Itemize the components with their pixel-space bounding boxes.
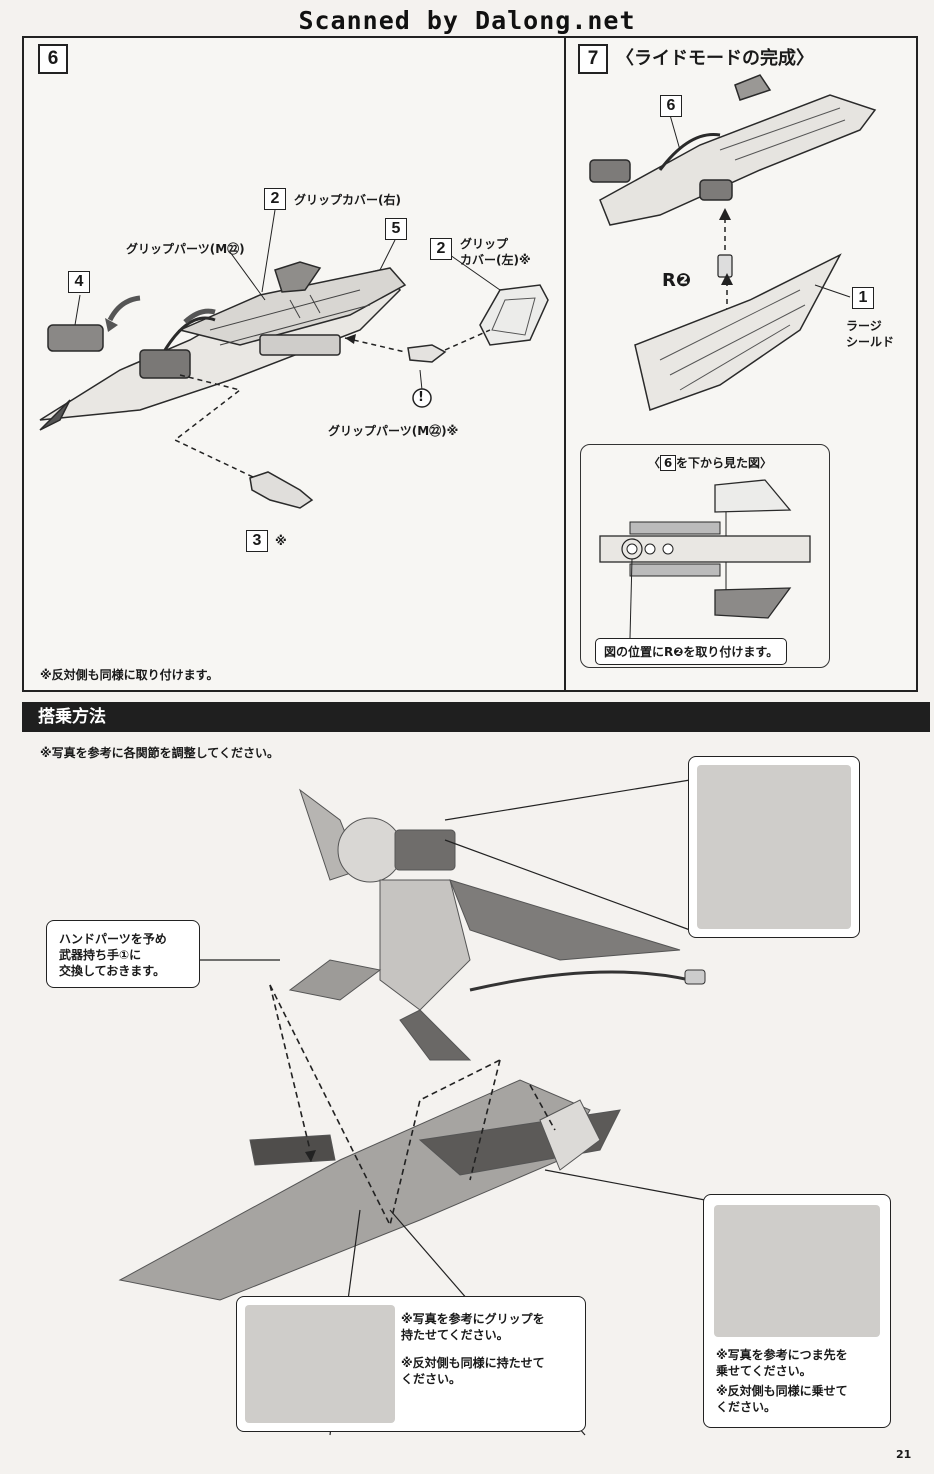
hand-parts-callout-text: ハンドパーツを予め 武器持ち手①に 交換しておきます。: [59, 932, 167, 978]
step-7-number: 7: [578, 44, 608, 74]
grip-note-1: ※写真を参考にグリップを 持たせてください。: [401, 1312, 545, 1342]
warning-icon: !: [418, 390, 424, 405]
part-3-asterisk: ※: [275, 534, 287, 548]
part-4-number: 4: [68, 271, 90, 293]
hand-parts-callout: ハンドパーツを予め 武器持ち手①に 交換しておきます。: [46, 920, 200, 988]
page-number: 21: [896, 1448, 912, 1461]
boarding-intro: ※写真を参考に各関節を調整してください。: [40, 746, 279, 760]
arm-photo-inset: [688, 756, 860, 938]
boarding-section-banner: 搭乗方法: [22, 702, 930, 732]
r2-number: ❷: [675, 270, 692, 291]
boarding-title: 搭乗方法: [38, 707, 106, 727]
r2-label: R❷: [662, 270, 691, 291]
grip-photo: [245, 1305, 395, 1423]
step-7-title: 〈ライドモードの完成〉: [616, 48, 814, 69]
r2-letter: R: [662, 270, 676, 291]
step-6-note: ※反対側も同様に取り付けます。: [40, 668, 219, 682]
grip-cover-right-label: グリップカバー(右): [294, 193, 401, 207]
toe-note-2: ※反対側も同様に乗せて ください。: [716, 1384, 848, 1414]
toe-photo: [714, 1205, 880, 1337]
position-note: 図の位置にR❷を取り付けます。: [595, 638, 788, 665]
grip-cover-left-label: グリップ カバー(左)※: [460, 237, 531, 267]
part-2-grip-cover-left-number: 2: [430, 238, 452, 260]
step-6-panel: [22, 36, 566, 692]
part-3-number: 3: [246, 530, 268, 552]
toe-note-1: ※写真を参考につま先を 乗せてください。: [716, 1348, 848, 1378]
step-7-part-1-number: 1: [852, 287, 874, 309]
grip-parts-top-label: グリップパーツ(M㉒): [126, 242, 245, 256]
part-5-number: 5: [385, 218, 407, 240]
toe-photo-inset: ※写真を参考につま先を 乗せてください。 ※反対側も同様に乗せて ください。: [703, 1194, 891, 1428]
grip-note-2: ※反対側も同様に持たせて ください。: [401, 1356, 545, 1386]
arm-photo: [697, 765, 851, 929]
part-2-grip-cover-right-number: 2: [264, 188, 286, 210]
grip-parts-bottom-label: グリップパーツ(M㉒)※: [328, 424, 459, 438]
bottom-view-prefix: 〈: [648, 456, 661, 470]
bottom-view-suffix: を下から見た図〉: [676, 456, 773, 470]
large-shield-label: ラージ シールド: [846, 319, 895, 349]
grip-photo-inset: ※写真を参考にグリップを 持たせてください。 ※反対側も同様に持たせて ください…: [236, 1296, 586, 1432]
step-7-part-6-number: 6: [660, 95, 682, 117]
bottom-view-step-box: 6: [660, 455, 677, 471]
scan-watermark: Scanned by Dalong.net: [298, 6, 636, 35]
step-6-number: 6: [38, 44, 68, 74]
